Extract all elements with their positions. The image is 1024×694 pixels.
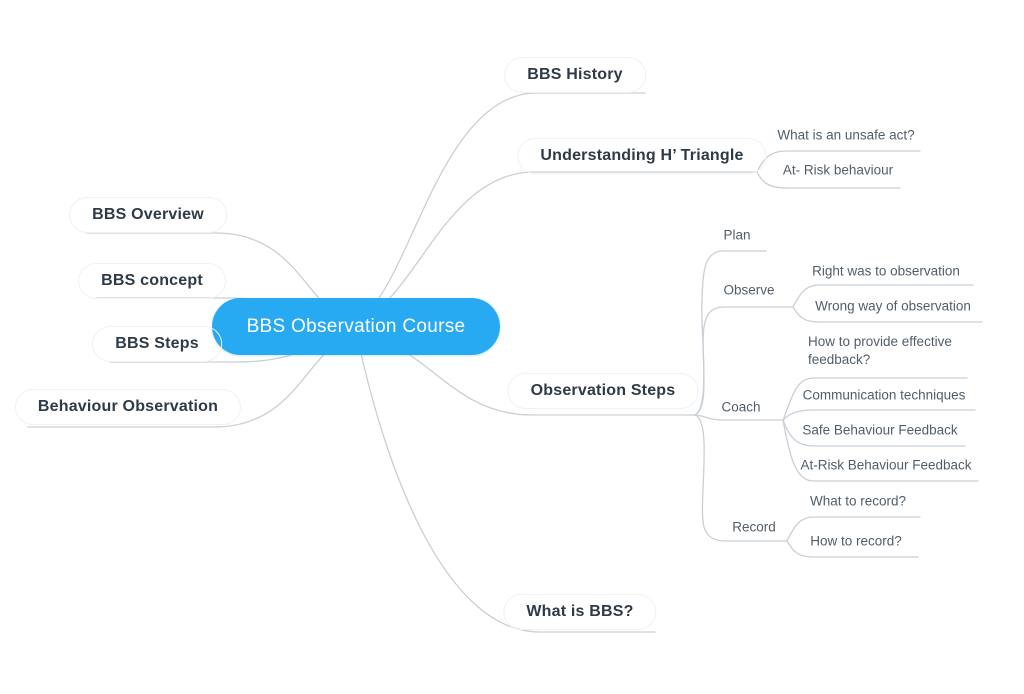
node-bbs-concept[interactable]: BBS concept <box>78 263 226 299</box>
node-what-to-record[interactable]: What to record? <box>809 493 907 509</box>
connector-atrisk-behaviour-feedback <box>782 419 979 482</box>
node-what-is-an-unsafe-act[interactable]: What is an unsafe act? <box>777 127 915 143</box>
connector-how-to-record <box>786 540 919 558</box>
node-plan[interactable]: Plan <box>723 227 751 243</box>
node-behaviour-observation[interactable]: Behaviour Observation <box>14 389 242 425</box>
central-topic[interactable]: BBS Observation Course <box>212 298 500 355</box>
connector-wrong-way <box>792 306 983 323</box>
connector-what-to-record <box>786 516 921 542</box>
connector-right-way <box>792 284 974 308</box>
node-observe[interactable]: Observe <box>723 282 775 298</box>
node-right-way-to-observation[interactable]: Right was to observation <box>812 263 960 279</box>
connector-effective-feedback <box>782 377 968 421</box>
connector-at-risk-behaviour <box>756 171 901 189</box>
node-understanding-h-triangle[interactable]: Understanding H’ Triangle <box>517 138 767 174</box>
node-how-to-provide-effective-feedback[interactable]: How to provide effective feedback? <box>808 334 952 368</box>
connector-communication-techniques <box>782 409 976 421</box>
node-wrong-way-of-observation[interactable]: Wrong way of observation <box>815 298 971 314</box>
connector-bbs-history <box>359 92 646 317</box>
node-communication-techniques[interactable]: Communication techniques <box>802 387 966 403</box>
node-observation-steps[interactable]: Observation Steps <box>507 373 699 409</box>
node-what-is-bbs[interactable]: What is BBS? <box>503 594 657 630</box>
connector-plan <box>694 250 767 416</box>
node-bbs-history[interactable]: BBS History <box>504 57 646 93</box>
connector-coach <box>694 414 784 421</box>
node-bbs-steps[interactable]: BBS Steps <box>92 326 222 362</box>
node-coach[interactable]: Coach <box>721 399 761 415</box>
node-at-risk-behaviour-feedback[interactable]: At-Risk Behaviour Feedback <box>800 457 972 473</box>
node-at-risk-behaviour[interactable]: At- Risk behaviour <box>782 162 894 178</box>
connector-observe <box>694 306 794 416</box>
connector-safe-behaviour-feedback <box>782 419 966 447</box>
connector-record <box>694 414 788 542</box>
node-safe-behaviour-feedback[interactable]: Safe Behaviour Feedback <box>802 422 958 438</box>
node-bbs-overview[interactable]: BBS Overview <box>69 197 227 233</box>
node-record[interactable]: Record <box>732 519 776 535</box>
node-how-to-record[interactable]: How to record? <box>810 533 902 549</box>
